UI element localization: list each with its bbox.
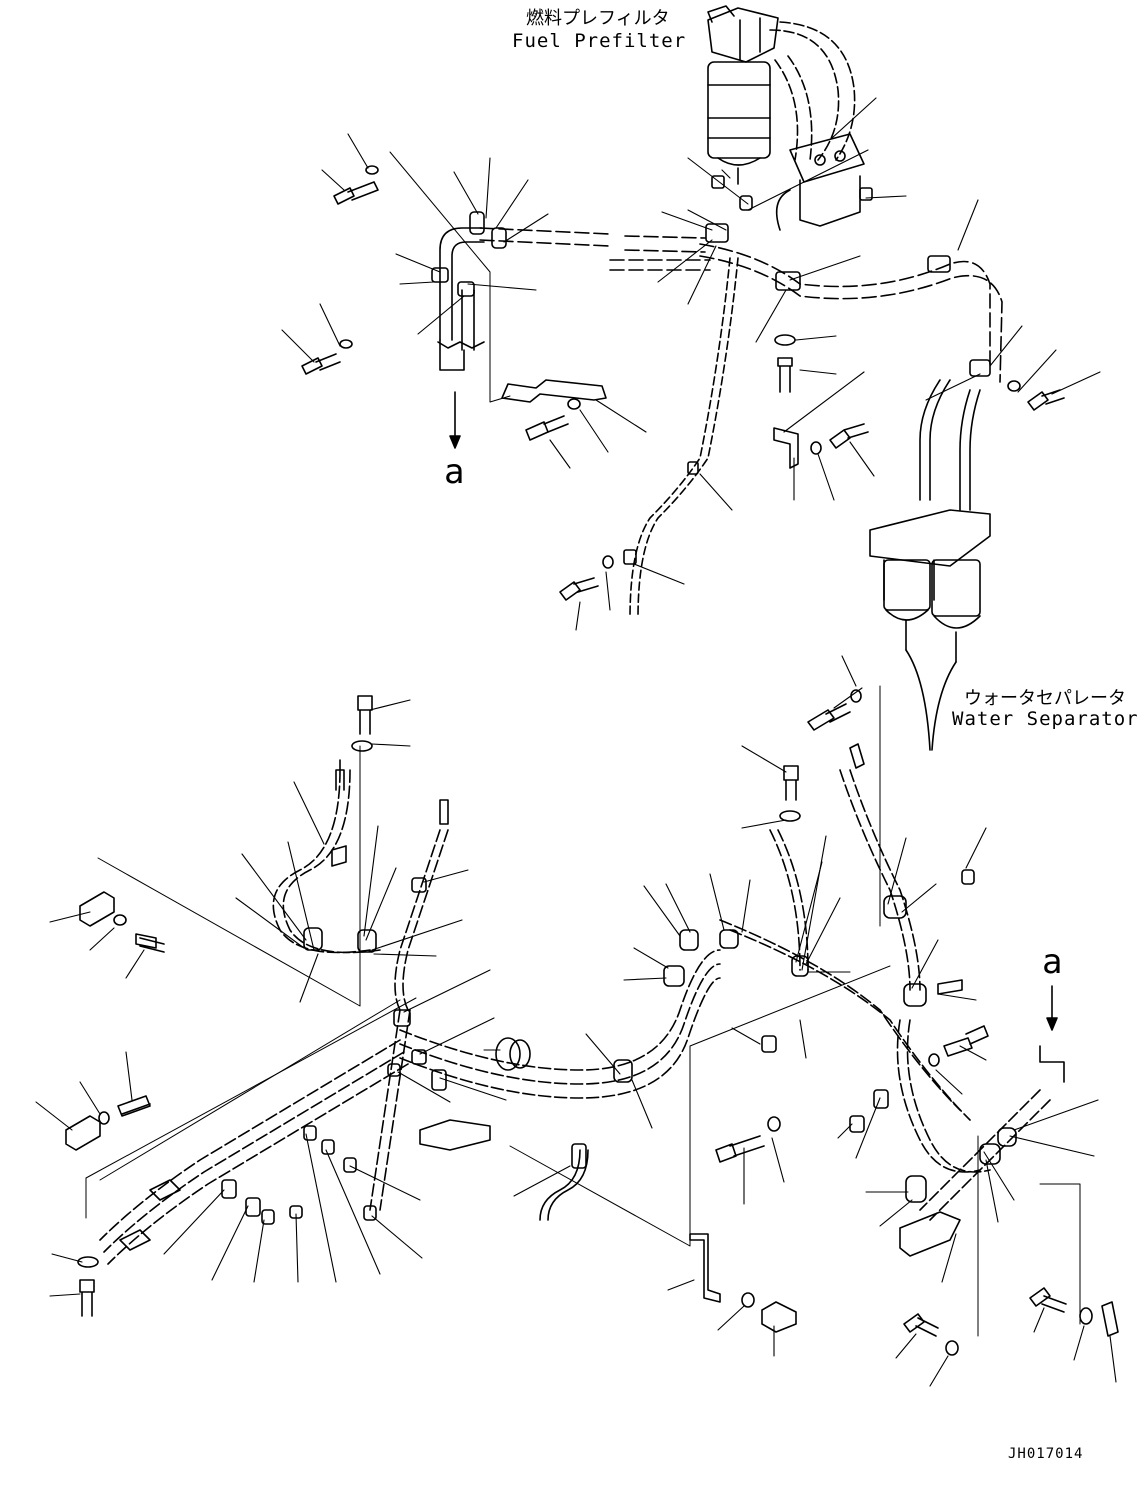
upper-left-elbow xyxy=(437,227,485,371)
lower-left-frame-2 xyxy=(99,999,401,1181)
drawing-code: JH017014 xyxy=(1008,1446,1084,1462)
upper-hose-run xyxy=(479,227,1003,383)
leader-lines xyxy=(35,97,1117,1387)
prefilter-hoses xyxy=(769,21,856,161)
separator-label-en: Water Separator xyxy=(952,708,1139,730)
ref-label-a-right: a xyxy=(1042,942,1063,982)
ref-label-a-top: a xyxy=(444,452,465,492)
lower-connectors xyxy=(119,759,589,1251)
center-small-tube xyxy=(629,257,739,619)
lower-small-fasteners xyxy=(559,555,614,601)
lower-left-fasteners xyxy=(65,695,373,1317)
lower-right-fasteners xyxy=(689,689,1119,1356)
separator-label-jp: ウォータセパレータ xyxy=(964,688,1126,709)
fuel-prefilter xyxy=(707,5,779,185)
bracket-line-upper-left xyxy=(389,151,511,403)
water-separator xyxy=(869,379,991,751)
ref-arrow-right xyxy=(1039,985,1065,1083)
lower-right-frame xyxy=(509,685,1081,1337)
ref-arrow-top xyxy=(449,391,461,449)
upper-left-fasteners xyxy=(301,165,379,375)
upper-clamps xyxy=(431,175,991,377)
lower-left-frame xyxy=(85,745,417,1219)
lower-left-hoses xyxy=(99,769,971,1265)
small-clamp-lower xyxy=(623,549,637,565)
small-clamp-center xyxy=(687,461,699,475)
prefilter-label-en: Fuel Prefilter xyxy=(512,30,687,52)
prefilter-label-jp: 燃料プレフィルタ xyxy=(526,8,670,29)
lower-right-hoses xyxy=(769,769,1051,1221)
valve-block xyxy=(775,133,865,231)
upper-center-bracket xyxy=(501,334,1065,469)
